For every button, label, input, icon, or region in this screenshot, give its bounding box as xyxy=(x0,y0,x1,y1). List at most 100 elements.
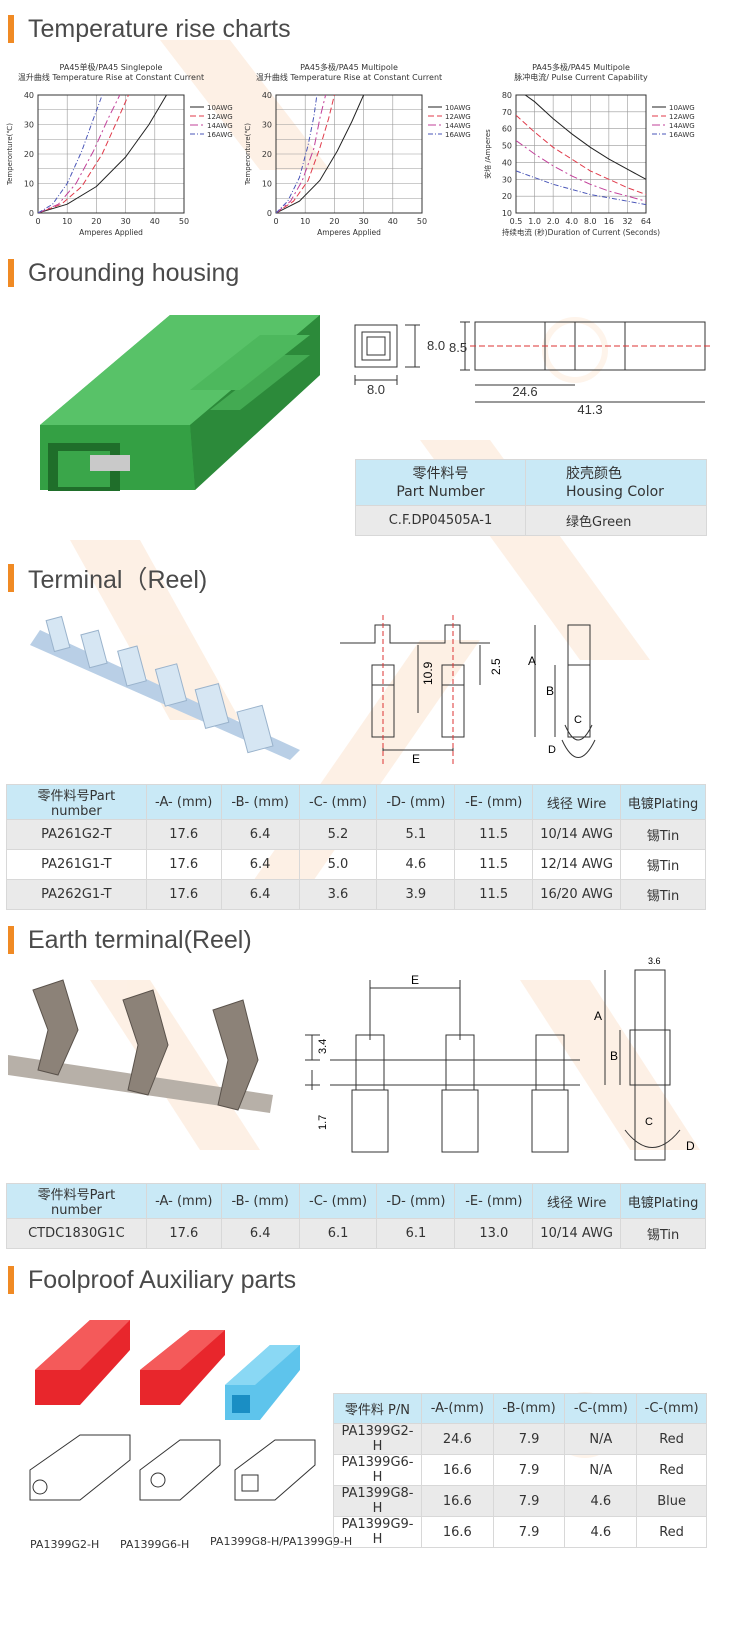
terminal-cell: 6.4 xyxy=(220,849,300,880)
y-tick-label: 40 xyxy=(262,91,272,100)
chart-title: PA45多极/PA45 Multipole xyxy=(532,62,630,72)
foolproof-cell: 7.9 xyxy=(492,1516,566,1548)
section-title-text: Temperature rise charts xyxy=(28,14,291,43)
terminal-cell: 5.0 xyxy=(298,849,378,880)
earth-header-3: -C- (mm) xyxy=(298,1183,378,1219)
x-tick-label: 64 xyxy=(641,217,651,226)
y-tick-label: 10 xyxy=(24,180,34,189)
chart-title: PA45多极/PA45 Multipole xyxy=(300,62,398,72)
y-axis-label: 安培 /Amperes xyxy=(483,129,492,179)
series-line-16awg xyxy=(516,170,646,206)
x-tick-label: 32 xyxy=(622,217,632,226)
terminal-cell: 锡Tin xyxy=(620,879,706,910)
cell-housing-color: 绿色Green xyxy=(525,505,707,536)
terminal-dimension-drawing: E 10.9 2.5 A B C D xyxy=(340,615,596,766)
foolproof-cell: N/A xyxy=(564,1423,638,1455)
terminal-cell: 11.5 xyxy=(454,819,534,850)
y-tick-label: 70 xyxy=(502,108,512,117)
dim-width: 8.0 xyxy=(367,382,385,397)
foolproof-cell: 7.9 xyxy=(492,1423,566,1455)
foolproof-cell: 7.9 xyxy=(492,1454,566,1486)
dim-2-5: 2.5 xyxy=(489,658,503,675)
section-title-terminal: Terminal（Reel) xyxy=(8,561,207,595)
foolproof-spec-table: 零件料 P/N-A-(mm)-B-(mm)-C-(mm)-C-(mm) PA13… xyxy=(333,1393,707,1548)
foolproof-cell: PA1399G6-H xyxy=(333,1454,422,1486)
foolproof-cell: Red xyxy=(636,1516,707,1548)
caption-pa1399g6-h: PA1399G6-H xyxy=(120,1538,190,1551)
foolproof-cell: Red xyxy=(636,1454,707,1486)
chart-subtitle: 温升曲线 Temperature Rise at Constant Curren… xyxy=(256,72,442,82)
series-line-12awg xyxy=(516,114,646,195)
y-tick-label: 10 xyxy=(502,209,512,218)
earth-cell: 锡Tin xyxy=(620,1218,706,1249)
x-tick-label: 10 xyxy=(300,217,310,226)
terminal-cell: 锡Tin xyxy=(620,849,706,880)
table-row: C.F.DP04505A-1 绿色Green xyxy=(355,505,707,536)
series-line-16awg xyxy=(38,95,103,213)
terminal-reel-image xyxy=(30,615,300,760)
y-tick-label: 20 xyxy=(24,150,34,159)
legend-label: 10AWG xyxy=(207,104,233,112)
dim-b: B xyxy=(610,1049,618,1063)
y-tick-label: 30 xyxy=(24,121,34,130)
x-tick-label: 20 xyxy=(329,217,339,226)
section-title-text: Earth terminal(Reel) xyxy=(28,925,252,954)
earth-terminal-dimension-drawing: E 3.4 1.7 A B C D 3.6 xyxy=(305,956,695,1161)
terminal-header-4: -D- (mm) xyxy=(376,784,456,820)
legend-label: 16AWG xyxy=(669,131,695,139)
y-tick-label: 20 xyxy=(262,150,272,159)
x-tick-label: 40 xyxy=(388,217,398,226)
dim-a: A xyxy=(594,1009,602,1023)
earth-cell: 6.1 xyxy=(376,1218,456,1249)
caption-pa1399g2-h: PA1399G2-H xyxy=(30,1538,100,1551)
terminal-cell: 16/20 AWG xyxy=(532,879,622,910)
x-tick-label: 40 xyxy=(150,217,160,226)
foolproof-cell: PA1399G8-H xyxy=(333,1485,422,1517)
foolproof-header-2: -B-(mm) xyxy=(492,1393,566,1424)
y-tick-label: 40 xyxy=(502,158,512,167)
terminal-cell: 11.5 xyxy=(454,849,534,880)
section-title-foolproof: Foolproof Auxiliary parts xyxy=(8,1263,296,1297)
terminal-spec-table: 零件料号Part number-A- (mm)-B- (mm)-C- (mm)-… xyxy=(6,784,706,910)
dim-c: C xyxy=(645,1116,653,1128)
dim-length-1: 24.6 xyxy=(512,384,537,399)
header-part-number: 零件料号 Part Number xyxy=(355,459,526,506)
foolproof-cell: 16.6 xyxy=(420,1516,494,1548)
foolproof-cell: 16.6 xyxy=(420,1454,494,1486)
dim-3-4: 3.4 xyxy=(317,1039,329,1054)
x-axis-label: Amperes Applied xyxy=(317,228,381,237)
accent-bar xyxy=(8,259,14,287)
x-tick-label: 50 xyxy=(417,217,427,226)
dim-height-side: 8.5 xyxy=(449,340,467,355)
series-line-14awg xyxy=(38,95,121,213)
section-title-grounding: Grounding housing xyxy=(8,256,239,290)
terminal-cell: 17.6 xyxy=(145,849,222,880)
header-housing-color: 胶壳颜色 Housing Color xyxy=(525,459,707,506)
terminal-cell: 4.6 xyxy=(376,849,456,880)
earth-header-6: 线径 Wire xyxy=(532,1183,622,1219)
terminal-header-2: -B- (mm) xyxy=(220,784,300,820)
green-housing-image xyxy=(40,315,320,491)
earth-header-4: -D- (mm) xyxy=(376,1183,456,1219)
y-tick-label: 0 xyxy=(29,209,34,218)
earth-cell: 10/14 AWG xyxy=(532,1218,622,1249)
terminal-cell: 12/14 AWG xyxy=(532,849,622,880)
x-tick-label: 16 xyxy=(604,217,614,226)
terminal-cell: 锡Tin xyxy=(620,819,706,850)
series-line-14awg xyxy=(516,140,646,202)
earth-cell: 6.1 xyxy=(298,1218,378,1249)
dim-b: B xyxy=(546,684,554,698)
grounding-part-table: 零件料号 Part Number 胶壳颜色 Housing Color C.F.… xyxy=(355,459,707,536)
series-line-16awg xyxy=(276,95,318,213)
x-tick-label: 2.0 xyxy=(547,217,560,226)
x-tick-label: 20 xyxy=(91,217,101,226)
dim-10-9: 10.9 xyxy=(421,661,435,685)
plot-frame xyxy=(37,94,185,214)
x-tick-label: 8.0 xyxy=(584,217,597,226)
dim-height: 8.0 xyxy=(427,338,445,353)
dim-e: E xyxy=(411,973,419,987)
